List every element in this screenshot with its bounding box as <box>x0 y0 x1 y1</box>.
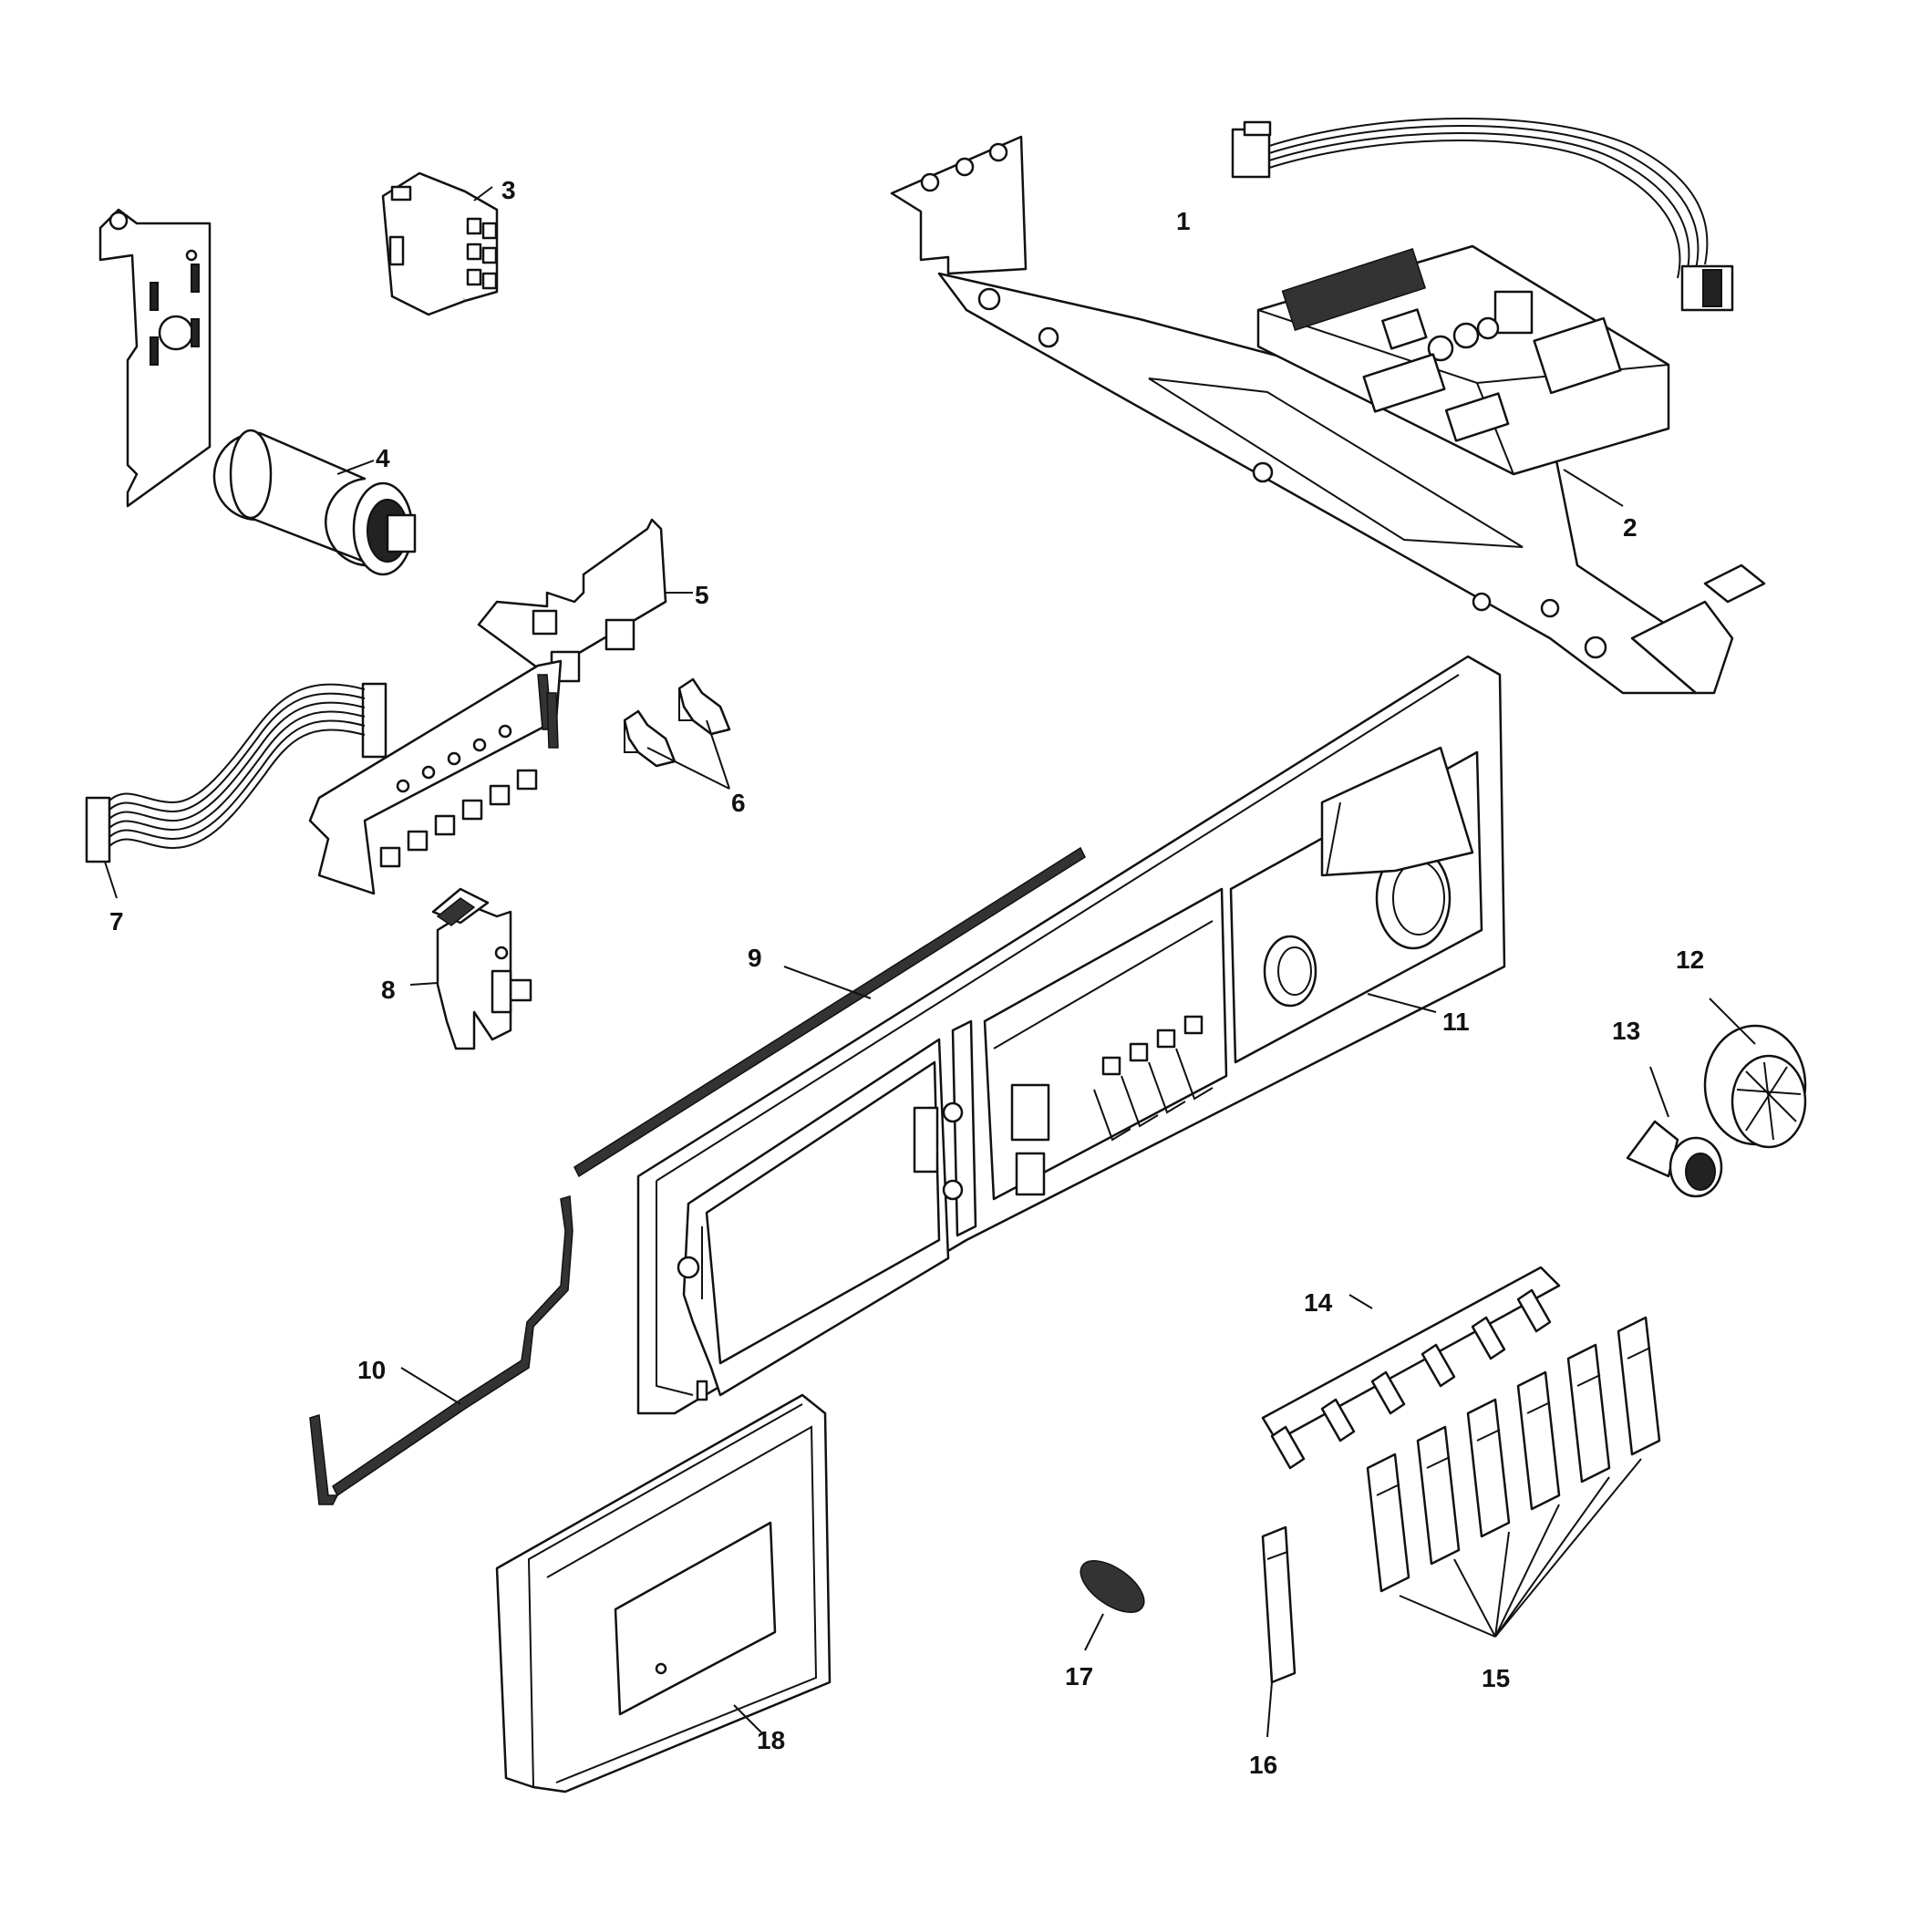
callout-9: 9 <box>748 944 762 972</box>
callout-3: 3 <box>501 176 516 204</box>
callout-2: 2 <box>1623 513 1638 542</box>
part-4-capacitor <box>212 429 417 576</box>
part-5-circuit-board <box>308 518 693 895</box>
callout-4: 4 <box>376 444 390 472</box>
part-17-spring <box>1080 1560 1145 1651</box>
callout-10: 10 <box>357 1356 386 1384</box>
part-12-knob <box>1703 998 1807 1149</box>
mounting-bracket-left <box>98 208 212 508</box>
callout-11: 11 <box>1442 1008 1470 1036</box>
callout-14: 14 <box>1304 1288 1333 1317</box>
part-10-gasket-strip <box>309 1195 573 1505</box>
part-14-button-comb <box>1261 1266 1561 1470</box>
part-3-relay <box>381 171 499 316</box>
part-1-wire-harness <box>1231 118 1734 312</box>
part-16-push-button <box>1261 1525 1297 1738</box>
callout-13: 13 <box>1612 1017 1640 1045</box>
part-9-gasket-strip <box>573 846 1086 1178</box>
callout-12: 12 <box>1676 946 1704 974</box>
part-6-clips <box>623 677 731 790</box>
part-8-switch <box>409 887 532 1050</box>
part-13-small-knob <box>1626 1066 1723 1198</box>
callout-7: 7 <box>109 907 124 936</box>
part-2-control-board-bracket <box>890 135 1766 695</box>
callout-17: 17 <box>1065 1662 1093 1690</box>
part-11-control-panel <box>636 655 1506 1415</box>
callout-5: 5 <box>695 581 709 609</box>
callout-16: 16 <box>1249 1751 1277 1779</box>
callout-8: 8 <box>381 976 396 1004</box>
part-7-ribbon-cable <box>85 682 387 899</box>
callout-15: 15 <box>1482 1664 1510 1692</box>
callout-6: 6 <box>731 789 746 817</box>
part-15-push-buttons <box>1366 1316 1661 1638</box>
callout-18: 18 <box>757 1726 785 1754</box>
callout-1: 1 <box>1176 207 1191 235</box>
part-18-cover-panel <box>495 1393 832 1794</box>
